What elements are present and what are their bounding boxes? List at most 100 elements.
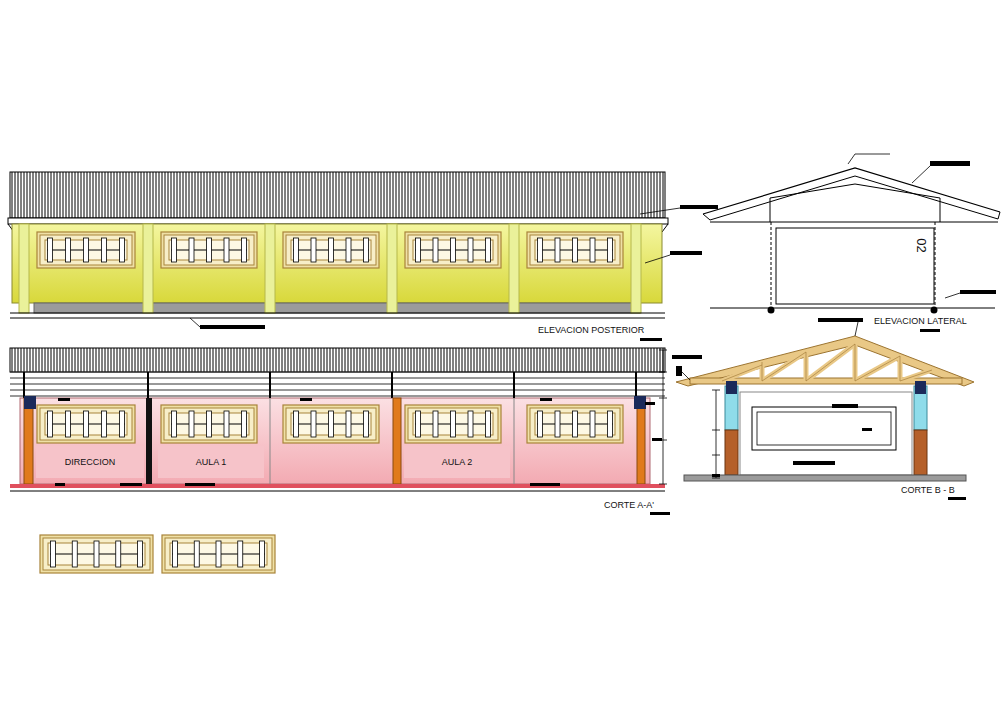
roof-rib [411,172,412,218]
roof-rib [495,172,496,218]
window-mullion [189,238,194,262]
roof-rib [45,348,46,372]
roof-rib [147,348,148,372]
purlin-line [10,390,665,391]
column-line [771,222,772,308]
roof-rib [342,348,343,372]
roof-rib [249,348,250,372]
roof-rib [120,172,121,218]
partition-line [514,398,515,484]
roof-rib [462,172,463,218]
window-mullion [84,238,89,262]
annotation-placeholder [862,428,872,431]
window-frame [161,405,257,443]
window-mullion [172,411,177,437]
roof-outline [10,172,665,218]
roof-rib [327,172,328,218]
roof-rib [282,348,283,372]
column [265,224,275,313]
roof-rib [189,172,190,218]
roof-rib [216,348,217,372]
roof-rib [567,172,568,218]
roof-rib [66,172,67,218]
roof-rib [81,348,82,372]
roof-rib [318,172,319,218]
roof-rib [333,348,334,372]
roof-rib [72,348,73,372]
roof-rib [363,348,364,372]
roof-rib [15,348,16,372]
truss-web [762,352,806,381]
roof-rib [321,348,322,372]
roof-rib [180,172,181,218]
roof-rib [237,348,238,372]
column [387,224,397,313]
annotation-placeholder [650,512,670,515]
roof-rib [474,348,475,372]
roof-rib [420,172,421,218]
window-mullion [573,411,578,437]
roof-rib [210,172,211,218]
roof-rib [579,172,580,218]
annotation-placeholder [948,497,966,500]
window-mullion [346,411,351,437]
leader-line [190,318,200,327]
roof-rib [441,348,442,372]
corrugated-roof [10,348,665,372]
roof-rib [264,172,265,218]
roof-rib [276,172,277,218]
roof-rib [132,172,133,218]
roof-rib [585,348,586,372]
roof-rib [432,172,433,218]
window-frame [408,235,498,265]
roof-rib [219,348,220,372]
roof-rib [261,348,262,372]
roof-rib [495,348,496,372]
column [146,398,152,484]
window-frame [286,408,376,440]
roof-rib [414,172,415,218]
roof-rib [651,172,652,218]
roof-rib [480,172,481,218]
window-mullion [189,411,194,437]
window-frame [37,405,135,443]
roof-rib [213,348,214,372]
roof-rib [372,172,373,218]
roof-rib [123,348,124,372]
roof-rib [366,172,367,218]
roof-rib [387,172,388,218]
window-mullion [116,541,121,567]
roof-rib [297,172,298,218]
window-panel [527,405,623,443]
roof-rib [552,348,553,372]
annotation-placeholder [640,338,662,341]
roof-rib [627,348,628,372]
roof-rib [186,348,187,372]
roof-rib [363,172,364,218]
window-frame [40,535,153,573]
roof-rib [255,348,256,372]
roof-rib [645,348,646,372]
roof-rib [99,172,100,218]
roof-rib [522,172,523,218]
wall [12,224,662,303]
roof-rib [537,172,538,218]
roof-rib [117,172,118,218]
roof-rib [240,172,241,218]
window-mullion [216,541,221,567]
window-frame [161,232,257,268]
roof-rib [432,348,433,372]
roof-rib [459,172,460,218]
window-mullion [486,238,491,262]
window-mullion [468,411,473,437]
roof-rib [189,348,190,372]
roof-rib [510,348,511,372]
roof-rib [144,348,145,372]
roof-rib [489,348,490,372]
roof-rib [339,172,340,218]
roof-rib [393,348,394,372]
roof-rib [366,348,367,372]
purlin-line [10,396,665,397]
